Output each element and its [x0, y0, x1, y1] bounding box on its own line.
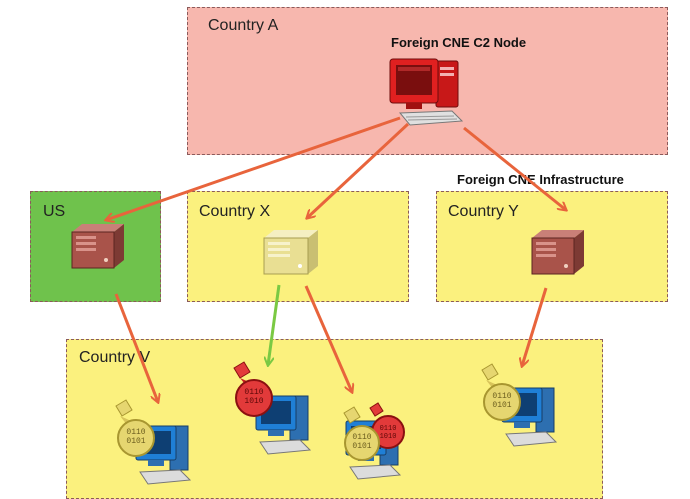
country-v-label: Country V [79, 349, 151, 366]
arrow-c2-to-country-x [307, 122, 410, 218]
arrow-x-to-v-target2 [268, 284, 281, 365]
c2-node-caption: Foreign CNE C2 Node [391, 35, 527, 50]
infected-badge-icon: 0110 1010 [369, 402, 405, 449]
country-x-label: Country X [199, 203, 271, 220]
server-icon [263, 230, 318, 275]
svg-text:0101: 0101 [126, 437, 145, 446]
arrow-c2-to-country-y [463, 126, 566, 210]
binary-disc-icon: 0110 0101 [115, 399, 155, 457]
svg-text:0110: 0110 [352, 433, 371, 442]
svg-text:0110: 0110 [492, 392, 511, 401]
server-icon [71, 224, 124, 269]
us-label: US [43, 203, 66, 220]
arrow-c2-to-us [106, 116, 401, 220]
svg-text:0110: 0110 [380, 425, 397, 433]
svg-text:0101: 0101 [492, 401, 511, 410]
svg-text:1010: 1010 [244, 397, 263, 406]
infected-badge-icon: 0110 1010 [233, 361, 273, 417]
cne-infrastructure-caption: Foreign CNE Infrastructure [457, 172, 624, 187]
svg-text:0110: 0110 [126, 428, 145, 437]
svg-text:0101: 0101 [352, 442, 371, 451]
arrow-us-to-v-target1 [114, 293, 158, 402]
country-y-label: Country Y [448, 203, 519, 220]
country-a-label: Country A [208, 17, 279, 34]
server-icon [531, 230, 584, 275]
arrow-y-to-v-target4 [522, 287, 548, 366]
svg-text:1010: 1010 [380, 433, 397, 441]
binary-disc-icon: 0110 0101 [481, 363, 521, 421]
svg-text:0110: 0110 [244, 388, 263, 397]
binary-disc-icon: 0110 0101 [343, 406, 380, 461]
monitor-icon [389, 58, 464, 126]
arrow-x-to-v-target3 [304, 285, 352, 392]
